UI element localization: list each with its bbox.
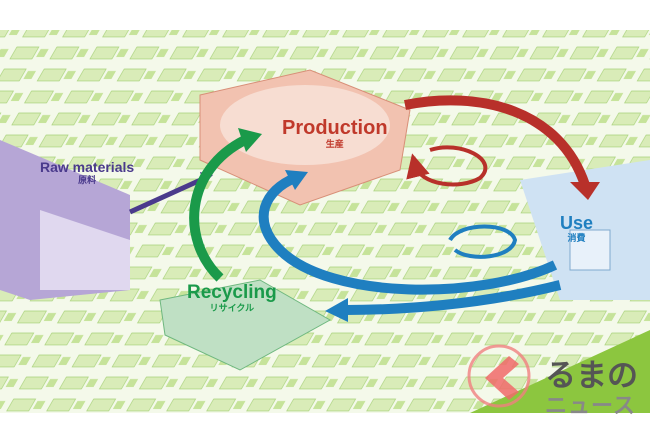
watermark-text-bottom: ニュース (545, 393, 636, 418)
production-label: Production 生産 (282, 118, 388, 149)
recycling-area (159, 279, 332, 371)
recycling-title: Recycling (187, 282, 277, 303)
use-label: Use 消費 (560, 214, 593, 243)
raw-to-production-arrow (128, 175, 207, 215)
production-jp: 生産 (325, 139, 344, 149)
use-to-recycling-arrow (344, 280, 562, 315)
use-loop-arrow (448, 224, 518, 259)
raw-materials-jp: 原料 (78, 175, 97, 185)
recycling-jp: リサイクル (209, 303, 255, 313)
use-title: Use (560, 213, 594, 233)
production-to-use-arrow (404, 95, 590, 187)
recycling-label: Recycling リサイクル (187, 283, 277, 313)
watermark-text-top: るまの (545, 358, 638, 393)
use-to-production-arrow (258, 173, 558, 295)
logo-chevron-icon (467, 344, 531, 408)
raw-materials-title: Raw materials (40, 159, 135, 175)
use-jp: 消費 (567, 233, 586, 243)
production-title: Production (282, 117, 388, 139)
production-loop-arrow (406, 145, 488, 187)
recycling-to-production-arrow (189, 135, 248, 282)
raw-materials-label: Raw materials 原料 (40, 160, 134, 185)
watermark-logo (465, 342, 535, 417)
